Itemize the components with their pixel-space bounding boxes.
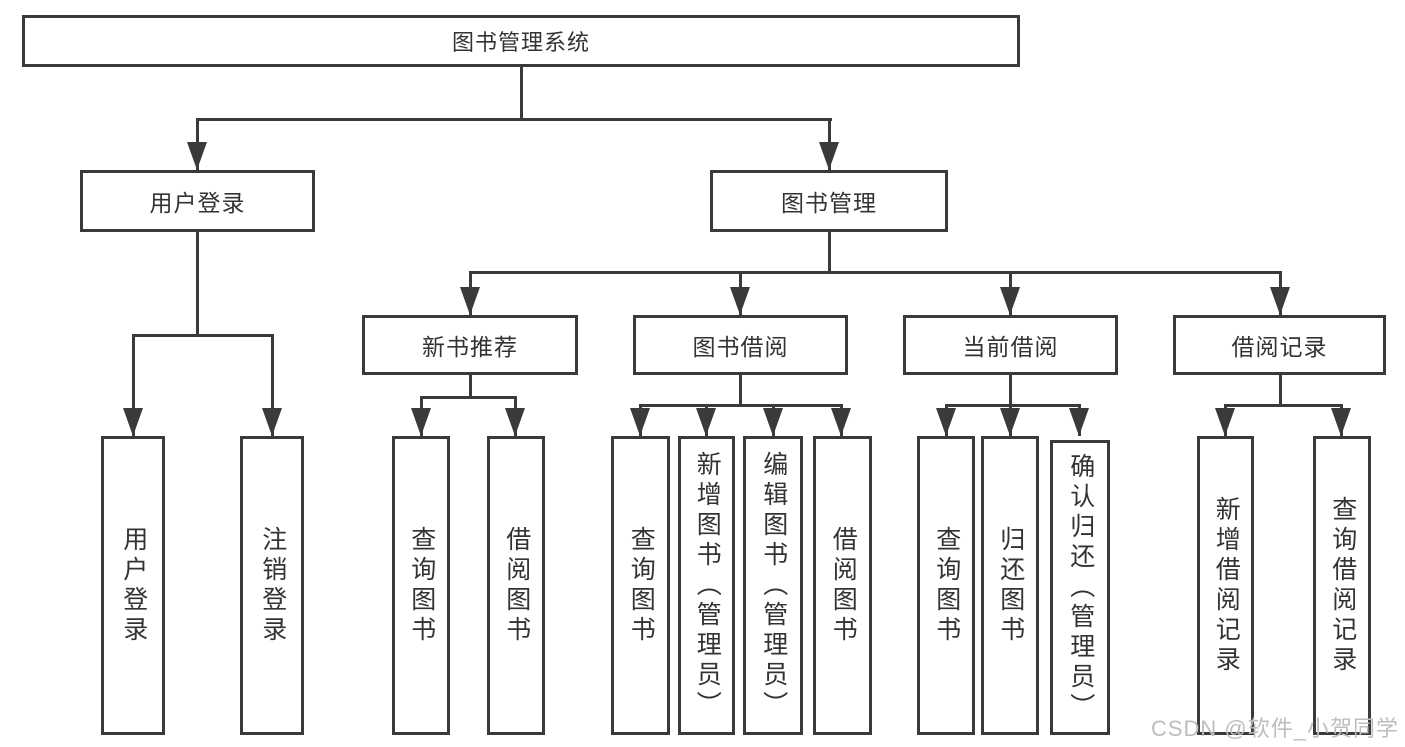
connector-line [1009,375,1012,406]
leaf-query-books-current: 查询图书 [917,436,975,735]
watermark: CSDN @软件_小贺同学 [1150,716,1399,741]
connector-line [945,404,1081,407]
arrow-down-icon [1069,408,1089,436]
connector-line [469,375,472,398]
node-borrowing-records-label: 借阅记录 [1231,334,1328,360]
node-current-borrowing: 当前借阅 [903,315,1118,375]
arrow-down-icon [696,408,716,436]
arrow-down-icon [831,408,851,436]
connector-line [1279,375,1282,406]
connector-line [1224,404,1343,407]
connector-line [639,404,843,407]
arrow-down-icon [262,408,282,436]
arrow-down-icon [936,408,956,436]
connector-line [739,375,742,406]
arrow-down-icon [411,408,431,436]
arrow-down-icon [1000,287,1020,315]
arrow-down-icon [460,287,480,315]
leaf-user-login: 用户登录 [101,436,165,735]
leaf-confirm-return-admin: 确认归还（管理员） [1050,440,1110,735]
leaf-borrow-books-recommend-label: 借阅图书 [502,525,531,646]
node-user-login: 用户登录 [80,170,315,232]
leaf-query-books-borrow: 查询图书 [611,436,670,735]
connector-line [196,118,832,121]
arrow-down-icon [1000,408,1020,436]
arrow-down-icon [187,142,207,170]
arrow-down-icon [630,408,650,436]
arrow-down-icon [1215,408,1235,436]
leaf-return-books: 归还图书 [981,436,1039,735]
node-user-login-label: 用户登录 [149,190,246,216]
leaf-query-books-recommend-label: 查询图书 [407,525,436,646]
arrow-down-icon [1270,287,1290,315]
node-new-book-recommendation: 新书推荐 [362,315,578,375]
leaf-query-borrow-record: 查询借阅记录 [1313,436,1371,735]
arrow-down-icon [505,408,525,436]
leaf-query-books-borrow-label: 查询图书 [627,525,656,646]
connector-line [132,334,273,337]
leaf-edit-book-admin-label: 编辑图书（管理员） [759,450,788,721]
leaf-query-books-current-label: 查询图书 [932,525,961,646]
leaf-user-login-label: 用户登录 [119,525,148,646]
connector-line [828,232,831,273]
leaf-query-borrow-record-label: 查询借阅记录 [1328,495,1357,676]
arrow-down-icon [1331,408,1351,436]
node-book-management-label: 图书管理 [781,190,877,216]
leaf-edit-book-admin: 编辑图书（管理员） [743,436,803,735]
leaf-add-book-admin-label: 新增图书（管理员） [693,450,722,721]
leaf-logout: 注销登录 [240,436,304,735]
node-new-book-recommendation-label: 新书推荐 [422,334,518,360]
connector-line [196,232,199,335]
node-book-management: 图书管理 [710,170,948,232]
leaf-borrow-books-borrow: 借阅图书 [813,436,872,735]
arrow-down-icon [730,287,750,315]
leaf-logout-label: 注销登录 [258,525,287,646]
node-borrowing-records: 借阅记录 [1173,315,1386,375]
arrow-down-icon [123,408,143,436]
node-root-label: 图书管理系统 [451,30,590,55]
node-root: 图书管理系统 [22,15,1020,67]
leaf-query-books-recommend: 查询图书 [392,436,450,735]
leaf-add-borrow-record: 新增借阅记录 [1197,436,1254,735]
arrow-down-icon [819,142,839,170]
node-current-borrowing-label: 当前借阅 [962,334,1059,360]
leaf-borrow-books-borrow-label: 借阅图书 [829,525,858,646]
leaf-return-books-label: 归还图书 [996,525,1025,646]
leaf-borrow-books-recommend: 借阅图书 [487,436,545,735]
connector-line [469,271,1282,274]
connector-line [520,65,523,121]
arrow-down-icon [763,408,783,436]
node-book-borrowing-label: 图书借阅 [692,334,789,360]
leaf-confirm-return-admin-label: 确认归还（管理员） [1066,452,1095,723]
leaf-add-borrow-record-label: 新增借阅记录 [1212,495,1241,676]
leaf-add-book-admin: 新增图书（管理员） [678,436,735,735]
node-book-borrowing: 图书借阅 [633,315,848,375]
connector-line [420,396,517,399]
connector-line [271,334,274,436]
connector-line [132,334,135,436]
